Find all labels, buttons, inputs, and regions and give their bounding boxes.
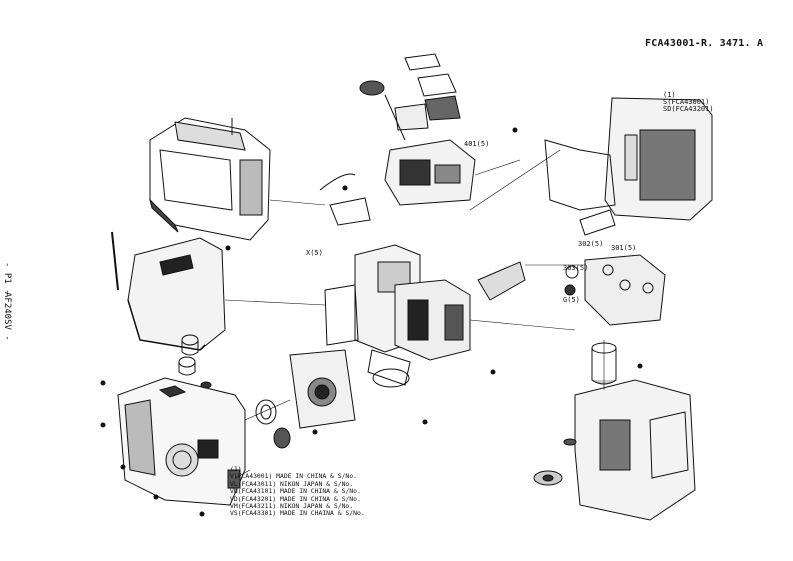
gear-plate-part: [564, 209, 666, 326]
spec-row: VN(FCA43101) MADE IN CHINA & S/No.: [230, 487, 361, 496]
central-mechanism: [319, 139, 476, 226]
leader-lines: [224, 149, 605, 479]
model-label: AF240SV -: [2, 292, 12, 341]
rear-body-part: [149, 117, 271, 241]
spec-row: VL(FCA43011) NIKON JAPAN & S/No.: [230, 479, 354, 488]
document-number: FCA43001-R. 3471. A: [645, 38, 764, 49]
spec-row: VM(FCA43211) NIKON JAPAN & S/No.: [230, 502, 354, 511]
callout-top-right-num: (1): [663, 91, 676, 99]
callout-g: G(5): [563, 296, 580, 304]
main-chassis: [324, 244, 526, 361]
callout-302: 302(5): [578, 240, 604, 248]
spec-table-num: (1): [230, 465, 242, 473]
top-cover-parts: [359, 53, 461, 141]
back-door-part: [544, 97, 713, 221]
front-body-part: [117, 377, 246, 506]
model-spec-table: (1) V(FCA43001) MADE IN CHINA & S/No. VL…: [230, 465, 365, 518]
screw-parts: [100, 127, 643, 517]
knob-parts: [178, 334, 212, 389]
callout-303: 303(5): [563, 264, 589, 272]
callout-top-right-sd: SD(FCA43201): [663, 105, 714, 113]
page-number-label: - P1 -: [2, 262, 12, 295]
callout-top-right-s: S(FCA43001): [663, 98, 710, 106]
spec-row: VD(FCA43201) MADE IN CHINA & S/No.: [230, 494, 361, 503]
lens-board-part: [255, 349, 356, 449]
callout-401: 401(5): [464, 140, 490, 148]
spec-row: V(FCA43001) MADE IN CHINA & S/No.: [230, 472, 357, 481]
spec-row: VS(FCA43301) MADE IN CHAINA & S/No.: [230, 509, 365, 518]
callout-301: 301(5): [611, 244, 637, 252]
side-cover-part: [111, 231, 226, 351]
callout-x: X(5): [306, 249, 323, 257]
battery-part: [367, 349, 411, 388]
lower-right-body-part: [533, 379, 696, 521]
